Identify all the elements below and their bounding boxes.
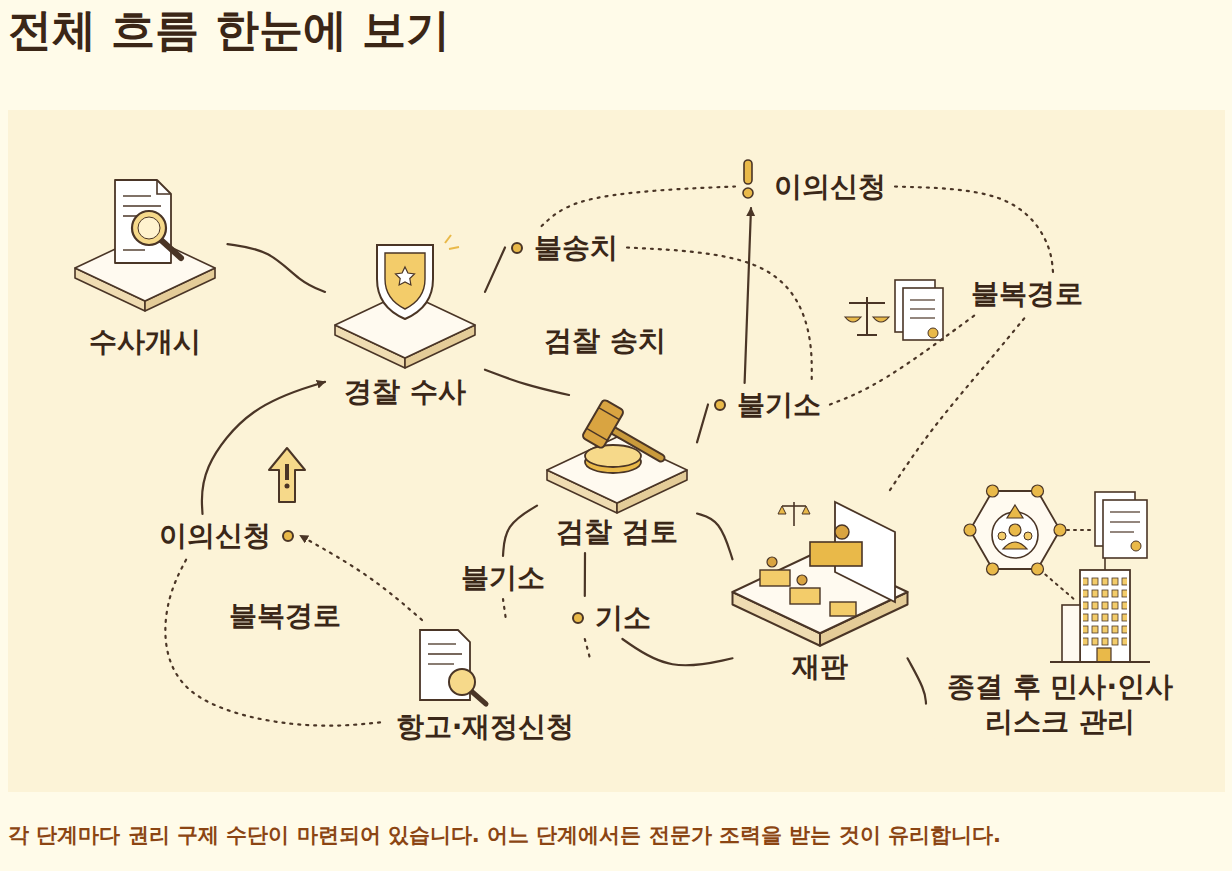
flow-connector <box>908 658 927 703</box>
flow-connector <box>228 244 326 292</box>
risk-management-icon <box>964 485 1150 662</box>
stage-node: 불송치 <box>505 226 627 269</box>
node-label: 검찰 검토 <box>553 514 681 549</box>
node-label: 불기소 <box>458 560 548 595</box>
node-label: 불송치 <box>531 230 621 265</box>
flow-connector <box>890 315 1027 490</box>
node-label: 불복경로 <box>968 276 1086 311</box>
stage-node: 기소 <box>566 596 660 639</box>
route-label: 불복경로 <box>226 598 344 633</box>
stage-node: 불기소 <box>452 556 554 599</box>
stage-node: 항고·재정신청 <box>380 620 590 748</box>
objection-up-arrow <box>269 448 305 502</box>
flow-connector <box>584 553 586 596</box>
node-label: 이의신청 <box>156 518 274 553</box>
stage-node: 재판 <box>733 490 908 688</box>
stage-node: 경찰 수사 <box>325 240 485 413</box>
stage-node: 이의신청 <box>150 514 300 557</box>
node-label: 경찰 수사 <box>341 374 469 409</box>
flow-connector <box>627 248 812 384</box>
flow-connector <box>622 639 732 665</box>
court-icon <box>733 502 908 646</box>
stage-node: 불복경로 <box>962 272 1092 315</box>
node-dot <box>572 612 584 624</box>
prosecution-icon <box>547 399 687 513</box>
objection-mark <box>743 160 753 198</box>
stage-node: 이의신청 <box>735 165 895 208</box>
appeal-doc-icon <box>420 630 486 704</box>
flow-connector <box>202 382 325 514</box>
node-label: 불기소 <box>734 387 824 422</box>
flow-connector <box>503 599 506 620</box>
node-label: 수사개시 <box>86 324 204 359</box>
page-title: 전체 흐름 한눈에 보기 <box>8 2 450 57</box>
investigation-icon <box>75 180 215 311</box>
police-icon <box>335 235 475 368</box>
node-label: 기소 <box>592 600 654 635</box>
flow-connector <box>697 514 733 560</box>
node-label: 항고·재정신청 <box>393 709 578 744</box>
stage-node: 수사개시 <box>63 180 228 363</box>
appeal-route-icon <box>845 280 943 340</box>
flow-connector <box>485 370 569 395</box>
node-label: 재판 <box>789 649 851 684</box>
flow-connector <box>165 557 380 726</box>
node-label: 이의신청 <box>771 169 889 204</box>
flow-connector <box>542 187 735 227</box>
stage-node: 검찰 검토 <box>537 395 697 553</box>
flow-connector <box>485 248 505 292</box>
flow-connector <box>895 187 1053 273</box>
flow-connector <box>830 315 975 405</box>
node-label: 종결 후 민사·인사 리스크 관리 <box>932 669 1188 739</box>
node-dot <box>511 242 523 254</box>
flow-connector <box>503 506 537 556</box>
page-caption: 각 단계마다 권리 구제 수단이 마련되어 있습니다. 어느 단계에서든 전문가… <box>8 822 1223 849</box>
flow-connector <box>745 208 751 383</box>
stage-node: 종결 후 민사·인사 리스크 관리 <box>926 480 1194 743</box>
node-dot <box>714 399 726 411</box>
node-dot <box>282 530 294 542</box>
edge-label: 검찰 송치 <box>541 323 669 358</box>
flow-connector <box>697 405 708 443</box>
stage-node: 불기소 <box>708 383 830 426</box>
flow-connector <box>585 639 590 658</box>
